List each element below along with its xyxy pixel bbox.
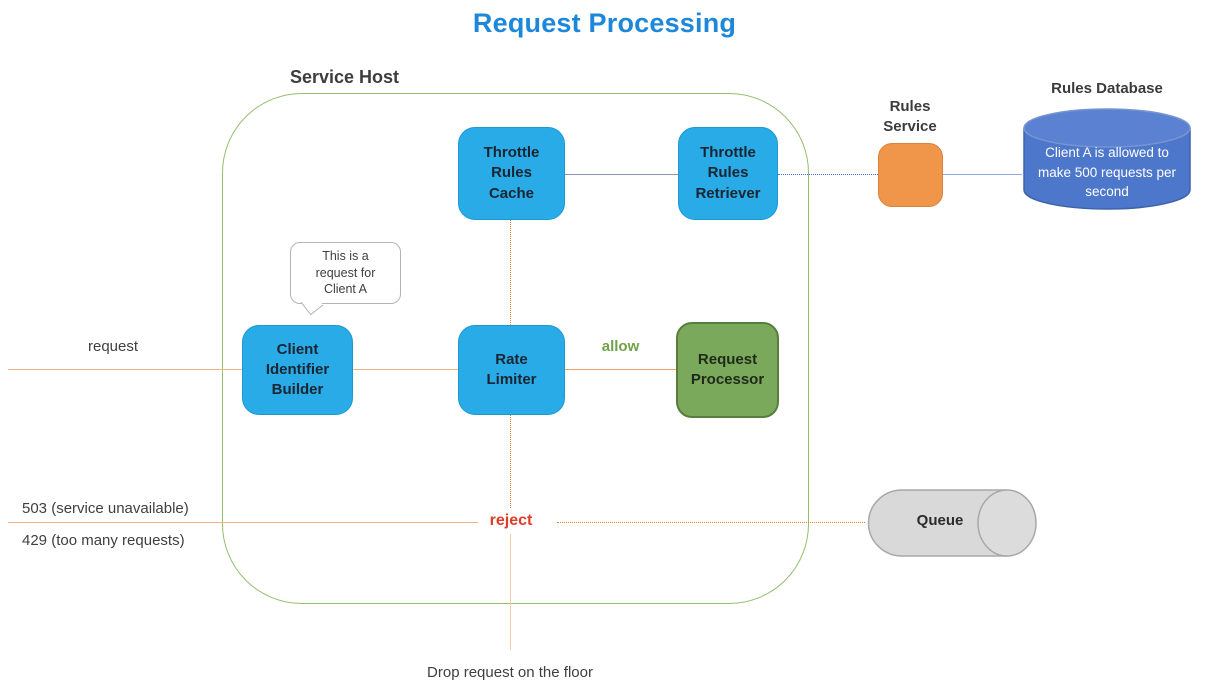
queue-end-cap xyxy=(977,489,1037,557)
database-top xyxy=(1023,108,1191,148)
drop-request-label: Drop request on the floor xyxy=(427,664,593,681)
node-throttle-rules-cache: Throttle Rules Cache xyxy=(458,127,565,220)
rules-database-label: Rules Database xyxy=(1051,80,1163,97)
database-cylinder-shape xyxy=(1023,108,1191,210)
node-rules-service xyxy=(878,143,943,207)
reject-label: reject xyxy=(489,512,533,529)
connector-rules-service-to-database xyxy=(943,174,1022,175)
queue-label: Queue xyxy=(916,512,964,529)
database-body xyxy=(1023,128,1191,210)
connector-retriever-to-rules-service xyxy=(778,174,878,175)
queue-body xyxy=(867,489,1007,557)
connector-reject-to-queue xyxy=(557,522,865,523)
connector-cache-to-rate-limiter xyxy=(510,220,511,325)
connector-builder-to-rate-limiter xyxy=(353,369,458,370)
service-host-boundary xyxy=(222,93,809,604)
node-client-identifier-builder: Client Identifier Builder xyxy=(242,325,353,415)
rules-database-cylinder: Client A is allowed to make 500 requests… xyxy=(1022,107,1192,211)
connector-rate-limiter-down xyxy=(510,415,511,508)
queue-cylinder: Queue xyxy=(865,488,1045,560)
connector-rate-limiter-to-processor xyxy=(565,369,676,370)
error-429-label: 429 (too many requests) xyxy=(22,532,185,549)
allow-label: allow xyxy=(601,338,640,355)
node-request-processor: Request Processor xyxy=(676,322,779,418)
connector-drop xyxy=(510,534,511,650)
node-throttle-rules-retriever: Throttle Rules Retriever xyxy=(678,127,778,220)
error-503-label: 503 (service unavailable) xyxy=(22,500,189,517)
connector-reject-out xyxy=(8,522,478,523)
node-rate-limiter: Rate Limiter xyxy=(458,325,565,415)
queue-cylinder-shape xyxy=(867,489,1037,557)
connector-request-in xyxy=(8,369,242,370)
connector-cache-to-retriever xyxy=(565,174,678,175)
rules-database-content: Client A is allowed to make 500 requests… xyxy=(1037,145,1177,200)
rules-service-label: Rules Service xyxy=(883,98,937,136)
service-host-label: Service Host xyxy=(290,67,400,87)
request-label: request xyxy=(88,338,139,355)
page-title: Request Processing xyxy=(472,8,737,38)
callout-bubble: This is a request for Client A xyxy=(290,242,401,304)
